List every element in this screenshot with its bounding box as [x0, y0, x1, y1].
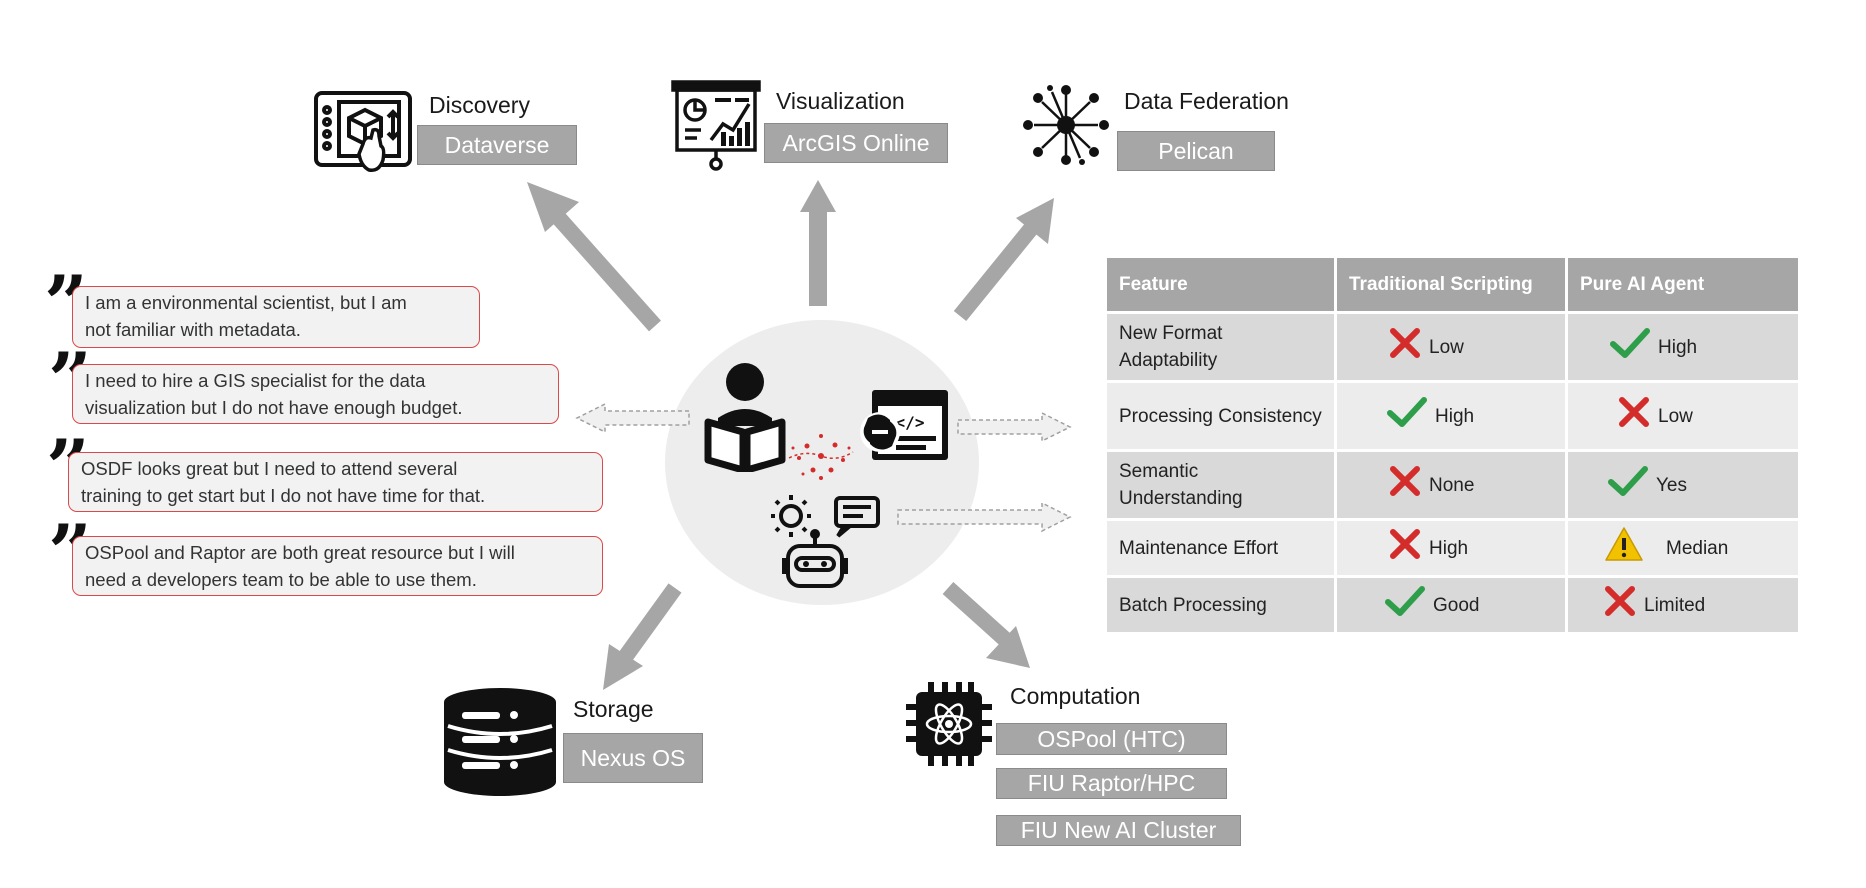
arrow-to-table-1 — [957, 411, 1072, 443]
check-icon — [1387, 396, 1427, 436]
quote-3: OSDF looks great but I need to attend se… — [68, 452, 603, 512]
quote-mark-icon: ” — [44, 259, 88, 348]
touchscreen-cube-icon — [314, 91, 412, 173]
rating-text: Limited — [1644, 594, 1706, 616]
quote-1: I am a environmental scientist, but I am… — [72, 286, 480, 348]
cross-icon — [1618, 396, 1650, 436]
check-icon — [1385, 585, 1425, 625]
chatbot-robot-icon — [771, 495, 880, 588]
fiu-raptor-box: FIU Raptor/HPC — [996, 768, 1227, 799]
quote-4: OSPool and Raptor are both great resourc… — [72, 536, 603, 596]
feature-cell: Processing Consistency — [1107, 383, 1334, 449]
quote-1-line-1: I am a environmental scientist, but I am — [85, 292, 407, 313]
computation-title: Computation — [1010, 683, 1141, 709]
dataverse-box: Dataverse — [417, 125, 577, 165]
quote-4-line-2: need a developers team to be able to use… — [85, 569, 477, 590]
rating-text: Good — [1433, 594, 1480, 616]
ospool-box: OSPool (HTC) — [996, 723, 1227, 755]
data-federation-title: Data Federation — [1124, 88, 1289, 114]
header-feature: Feature — [1107, 258, 1334, 311]
rating-text: Low — [1658, 405, 1693, 427]
arrow-to-discovery — [527, 182, 661, 332]
table-row: Maintenance Effort High Median — [1107, 521, 1798, 575]
feature-cell: Semantic Understanding — [1107, 452, 1334, 518]
quote-1-line-2: not familiar with metadata. — [85, 319, 301, 340]
discovery-title: Discovery — [429, 92, 530, 118]
feature-cell: Maintenance Effort — [1107, 521, 1334, 575]
header-pure-ai-agent: Pure AI Agent — [1568, 258, 1798, 311]
quote-2-line-1: I need to hire a GIS specialist for the … — [85, 370, 426, 391]
fiu-ai-cluster-box: FIU New AI Cluster — [996, 815, 1241, 846]
table-row: New Format Adaptability Low High — [1107, 314, 1798, 380]
table-row: Batch Processing Good Limited — [1107, 578, 1798, 632]
visualization-title: Visualization — [776, 88, 905, 114]
nexus-os-box: Nexus OS — [563, 733, 703, 783]
arrow-to-federation — [953, 198, 1054, 322]
arrow-to-computation — [942, 582, 1030, 668]
arrow-to-visualization — [800, 180, 836, 306]
network-hub-icon — [1023, 85, 1109, 165]
rating-text: High — [1435, 405, 1475, 427]
code-editor-icon: </> — [860, 390, 948, 460]
cross-icon — [1604, 585, 1636, 625]
ai-sparkle-icon — [788, 434, 854, 480]
comparison-table: Feature Traditional Scripting Pure AI Ag… — [1104, 255, 1801, 635]
quote-4-line-1: OSPool and Raptor are both great resourc… — [85, 542, 515, 563]
reading-user-icon — [704, 363, 786, 472]
rating-text: Median — [1666, 537, 1729, 559]
rating-text: High — [1658, 336, 1698, 358]
arrow-to-table-2 — [897, 501, 1072, 533]
arrow-to-user-quotes — [575, 403, 690, 433]
cross-icon — [1389, 327, 1421, 367]
processor-atom-icon — [906, 682, 992, 766]
storage-title: Storage — [573, 696, 654, 722]
check-icon — [1610, 327, 1650, 367]
feature-cell: New Format Adaptability — [1107, 314, 1334, 380]
svg-text:</>: </> — [896, 413, 925, 432]
cross-icon — [1389, 528, 1421, 568]
rating-text: None — [1429, 474, 1475, 496]
cross-icon — [1389, 465, 1421, 505]
quote-2: I need to hire a GIS specialist for the … — [72, 364, 559, 424]
table-row: Semantic Understanding None Yes — [1107, 452, 1798, 518]
table-header-row: Feature Traditional Scripting Pure AI Ag… — [1107, 258, 1798, 311]
arcgis-online-box: ArcGIS Online — [764, 123, 948, 163]
feature-cell: Batch Processing — [1107, 578, 1334, 632]
header-traditional-scripting: Traditional Scripting — [1337, 258, 1565, 311]
check-icon — [1608, 465, 1648, 505]
quote-2-line-2: visualization but I do not have enough b… — [85, 397, 463, 418]
rating-text: Low — [1429, 336, 1464, 358]
pelican-box: Pelican — [1117, 131, 1275, 171]
database-icon — [444, 688, 556, 796]
quote-3-line-2: training to get start but I do not have … — [81, 485, 486, 506]
rating-text: High — [1429, 537, 1469, 559]
rating-text: Yes — [1656, 474, 1687, 496]
arrow-to-storage — [603, 583, 682, 690]
presentation-board-icon — [671, 80, 761, 171]
quote-3-line-1: OSDF looks great but I need to attend se… — [81, 458, 458, 479]
table-row: Processing Consistency High Low — [1107, 383, 1798, 449]
warning-icon — [1604, 526, 1644, 570]
